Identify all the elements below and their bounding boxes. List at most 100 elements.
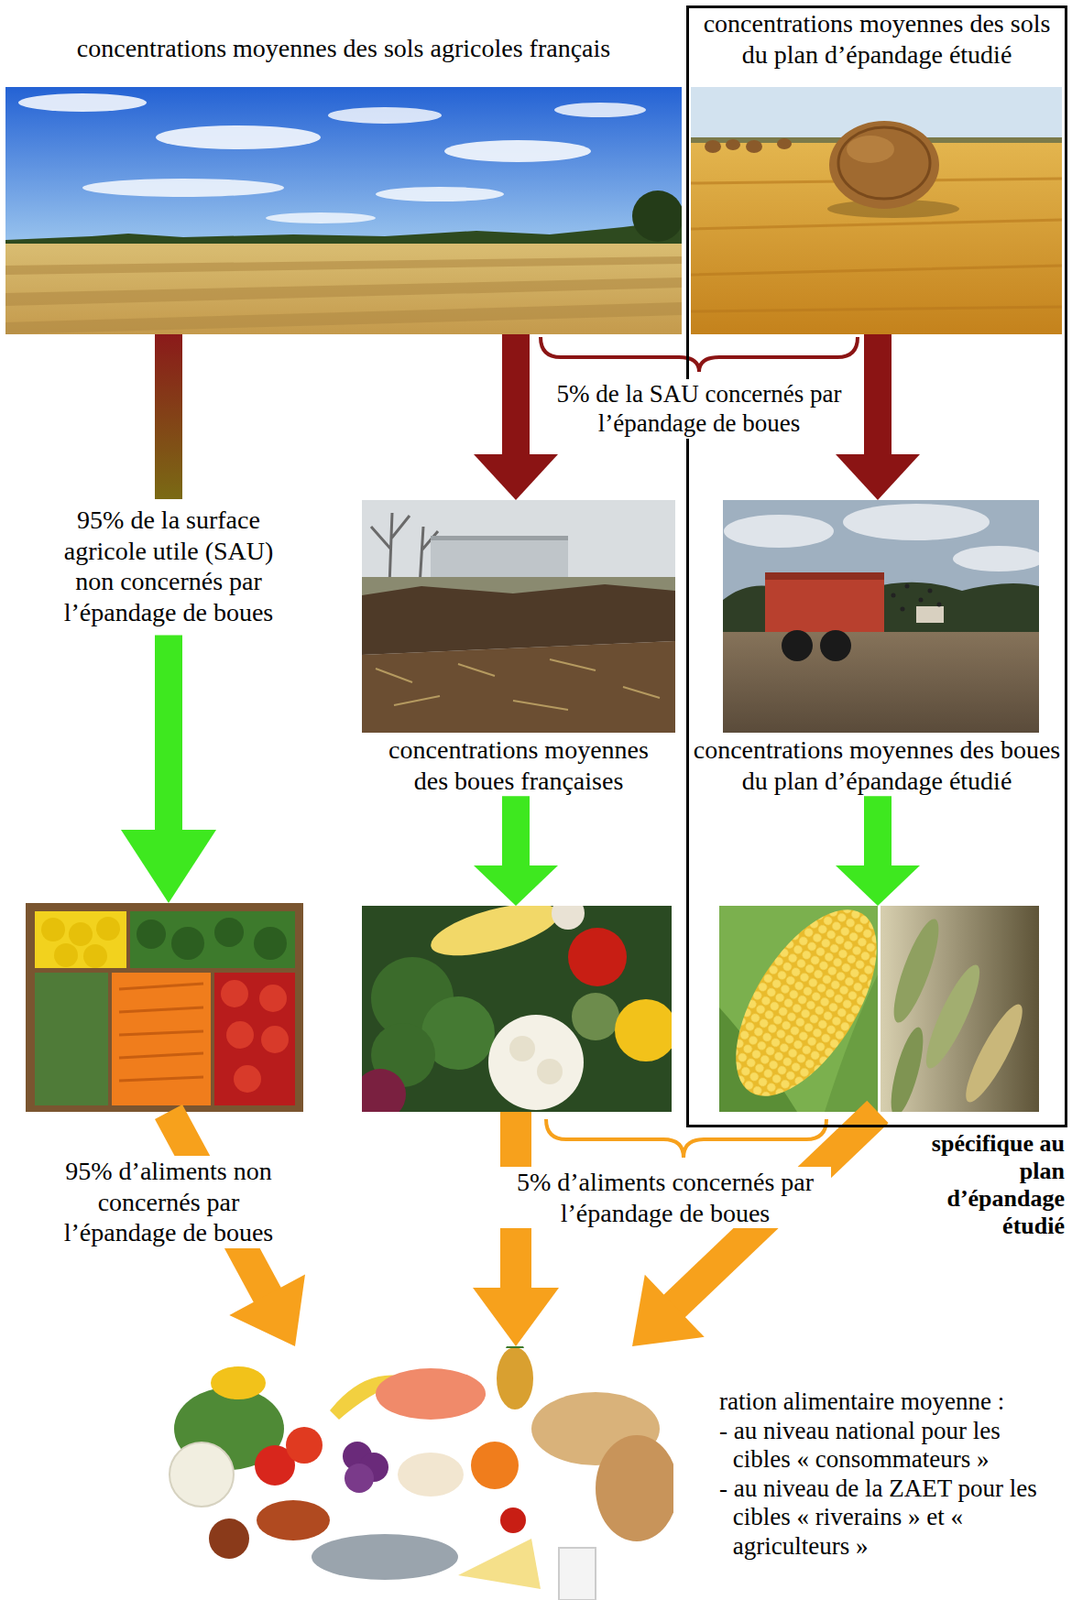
market-produce-photo-part [41,918,66,942]
corn-wheat-photo-part [824,971,880,1113]
flow-arrow [472,1112,559,1347]
market-produce-photo-part [83,944,108,969]
vegetables-photo-part [614,999,672,1062]
corn-wheat-photo-part [917,960,989,1074]
arrow-shaft [864,334,892,456]
market-produce-photo-part [214,918,244,948]
vegetables-photo-part [568,928,627,987]
arrowhead [472,1288,559,1347]
diet-photo-part [169,1443,234,1508]
field-photo-part [5,243,682,335]
corn-wheat-photo-part [877,906,881,1113]
market-produce-photo-part [54,943,78,968]
spreading-photo-part [722,632,1040,733]
diet-photo-part [458,1539,541,1590]
market-produce-photo-part [214,973,296,1106]
field-photo-part [375,186,504,202]
market-produce-photo-part [34,911,127,969]
spreading-photo-part [723,514,834,548]
vegetables-photo-part [488,1015,584,1111]
diet-photo: ration alimentaire moyenne :- au niveau … [163,1346,674,1600]
soil-photo-card: concentrations moyennes des sols agricol… [5,32,682,335]
arrowhead [632,1275,705,1347]
spreading-photo-card: concentrations moyennes des boues du pla… [691,500,1062,797]
list-item: - au niveau national pour les cibles « c… [719,1417,1063,1476]
field-photo-part [5,219,682,248]
diet-photo-part [470,1442,519,1490]
sludge-heap-photo-part [361,641,676,733]
corn-wheat-photo-part [884,1025,930,1113]
market-produce-photo-part [259,984,287,1013]
market-produce-photo-part [253,927,287,961]
wheat-field-photo-part [704,140,722,154]
field-photo-part [632,190,682,242]
corn-wheat-photo-part [885,915,947,1028]
field-photo-part [155,125,321,150]
caption: concentrations moyennes des boues du pla… [691,734,1062,797]
share-label: 5% de la SAU concernés par l’épandage de… [537,379,861,439]
vegetables-photo-part [571,993,620,1041]
diet-photo-part [256,1500,330,1542]
market-produce-photo-part [111,973,211,1106]
diet-photo [163,1346,674,1600]
flow-arrow [835,796,920,907]
share-label: 5% d’aliments concernés par l’épandage d… [499,1167,832,1229]
wheat-field-photo-part [745,140,763,154]
vegetables-photo-part [551,906,585,930]
wheat-field-photo-part [838,127,930,199]
spreading-photo-part [765,572,885,580]
arrow-shaft [864,796,892,867]
wheat-field-photo [690,87,1062,335]
market-produce-photo-part [226,1021,254,1050]
bracket [540,337,858,372]
arrow-shaft [154,334,183,500]
market-produce-photo-part [68,922,93,947]
edge-label: 95% d’aliments non concernés par l’épand… [48,1156,289,1249]
photo-space [691,500,1062,735]
sludge-heap-photo-part [375,659,660,711]
diet-photo-part [375,1368,486,1421]
caption: concentrations moyennes des sols du plan… [689,8,1065,70]
spreading-photo-part [820,630,852,662]
market-produce-photo [25,903,304,1113]
arrow-shaft [502,796,530,867]
diet-photo-part [210,1367,266,1401]
spreading-photo-part [891,593,897,599]
diet-photo-part [397,1453,464,1498]
outside-text: spécifique au plan d’épandage étudié [927,1130,1065,1241]
diet-photo-part [496,1347,534,1411]
photo-space [369,500,668,735]
spreading-photo-part [916,606,944,624]
sludge-heap-photo-part [371,513,438,587]
diet-photo-part [311,1534,459,1581]
field-photo-part [554,102,646,118]
diet-photo-part [208,1519,250,1560]
corn-wheat-photo-part [719,906,906,1113]
field-photo-part [5,87,682,248]
market-produce-photo-part [136,919,166,950]
arrowhead [473,454,558,501]
market-produce-photo-part [261,1026,289,1054]
market-produce-photo-part [25,903,304,1113]
market-produce-photo-part [220,980,249,1008]
diet-photo-part [344,1464,374,1494]
vegetables-photo-part [361,1069,406,1113]
market-produce-photo-part [34,973,109,1106]
field-photo-part [265,212,376,224]
spreading-photo-part [842,503,990,541]
arrowhead [229,1274,306,1347]
field-photo [5,87,682,335]
field-photo-part [444,140,591,163]
field-photo-part [5,302,682,335]
field-photo-part [82,178,285,197]
diet-photo-part [595,1435,674,1543]
spreading-photo-part [765,572,885,633]
arrowhead [473,865,558,907]
food-photo [361,906,672,1113]
sludge-photo-card: concentrations moyennes des boues frança… [361,500,676,797]
list-item: - au niveau de la ZAET pour les cibles «… [719,1475,1063,1563]
sludge-heap-photo-part [430,536,569,541]
arrowhead [835,865,920,907]
